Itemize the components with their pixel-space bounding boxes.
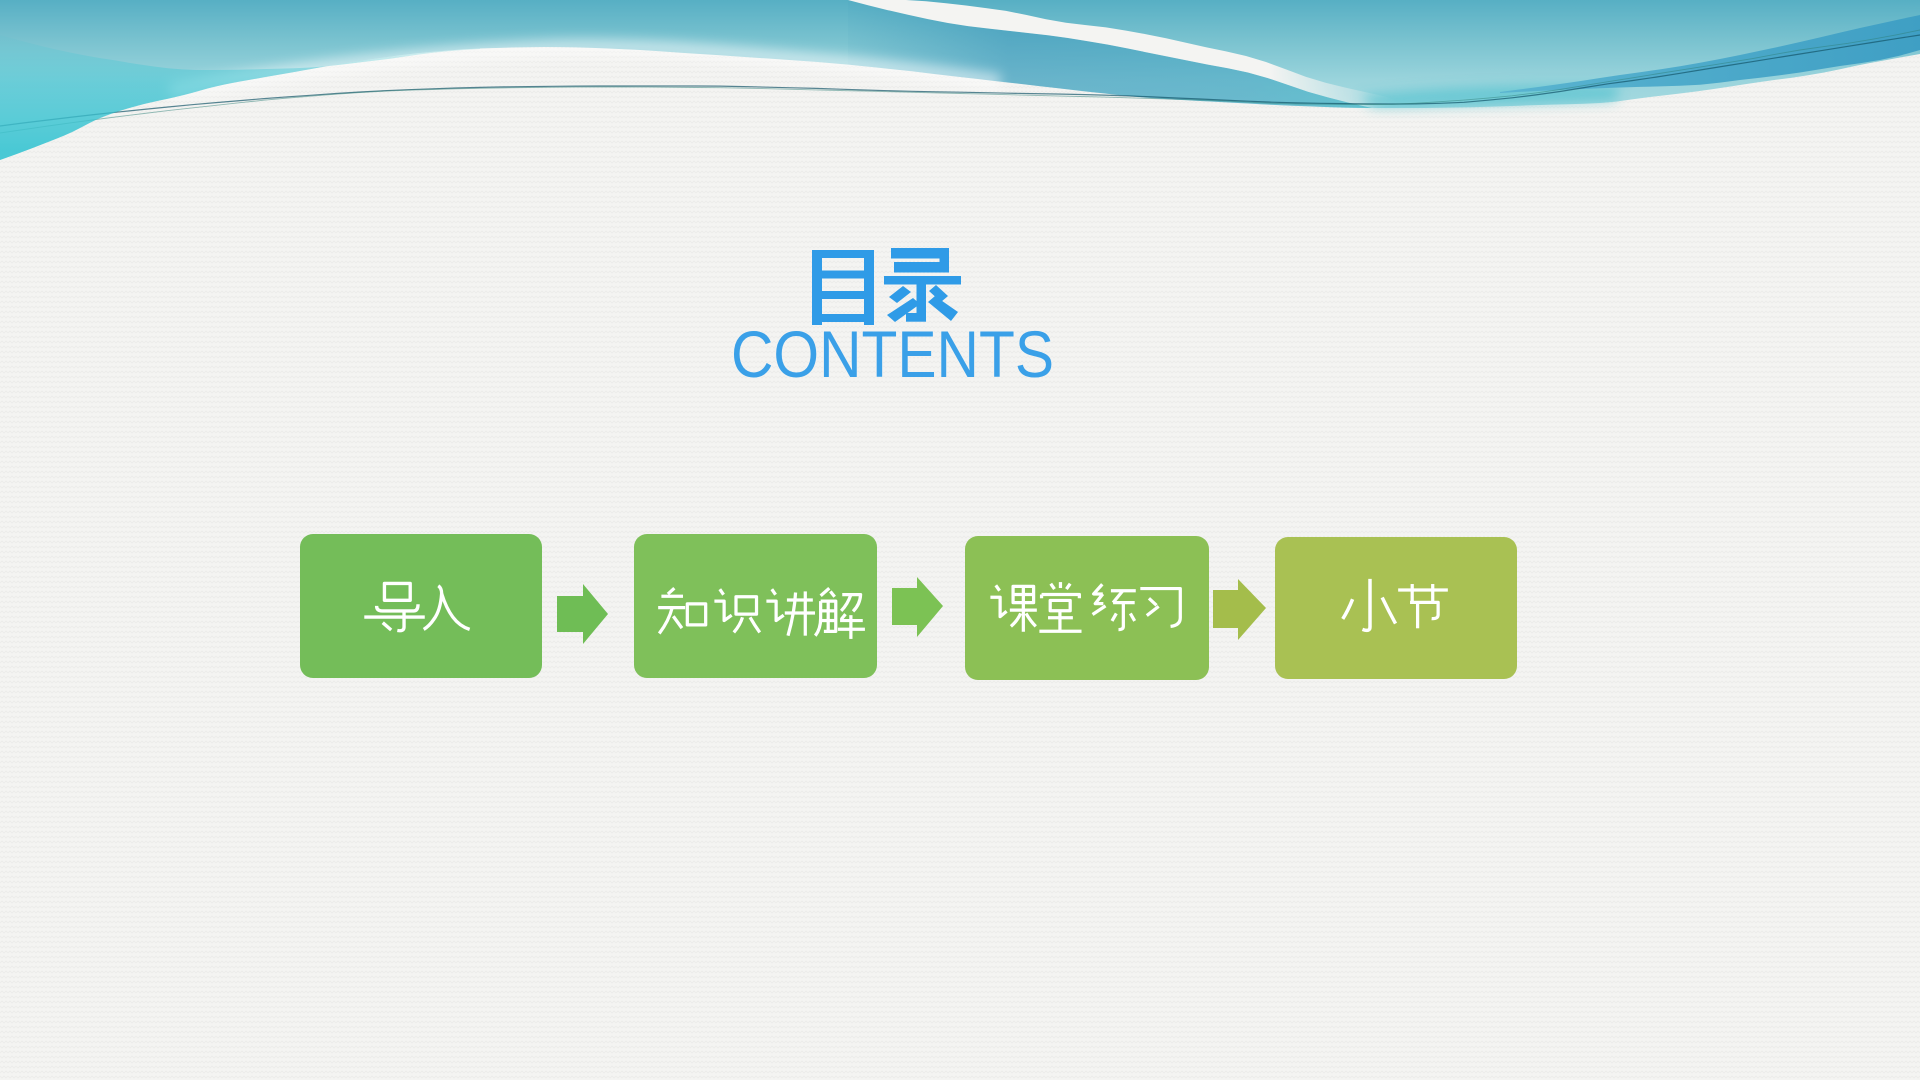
svg-text:CONTENTS: CONTENTS xyxy=(731,317,1054,391)
